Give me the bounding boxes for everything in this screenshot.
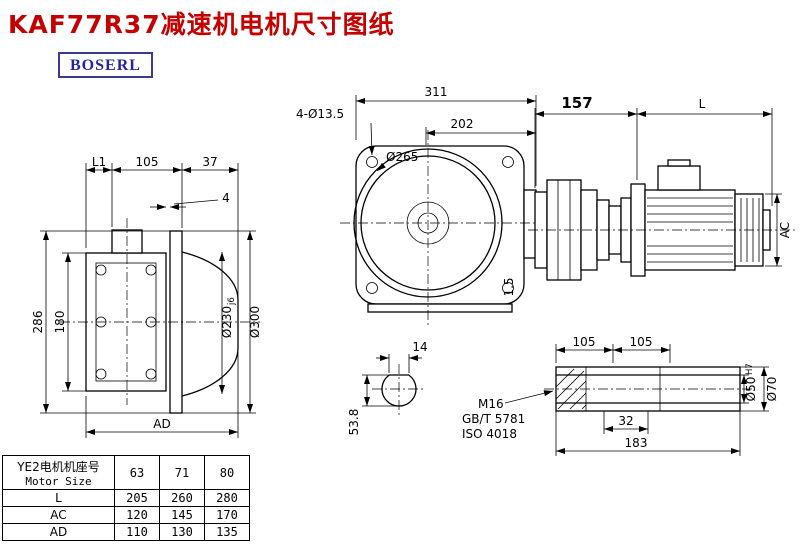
AD-63: 110	[114, 523, 160, 541]
AD-71: 130	[159, 523, 205, 541]
left-view-dimensions: L1 105 37 4 286 180 AD Ø230 j6 Ø300	[31, 155, 262, 438]
dim-230-fit: j6	[227, 297, 237, 306]
table-row-AC: AC 120 145 170	[2, 506, 250, 524]
dim-70: Ø70	[765, 377, 779, 402]
dim-105a: 105	[573, 335, 596, 349]
dim-311: 311	[425, 85, 448, 99]
front-view-dimensions: 311 202 4-Ø13.5 Ø265 1.5	[296, 85, 537, 297]
table-row-L: L 205 260 280	[2, 489, 250, 507]
dim-wall-1-5: 1.5	[502, 277, 516, 296]
dim-230: Ø230	[220, 306, 234, 338]
size-63: 63	[114, 455, 160, 490]
dim-50-fit: H7	[745, 363, 755, 375]
dim-105b: 105	[630, 335, 653, 349]
L-71: 260	[159, 489, 205, 507]
row-label-L: L	[2, 489, 115, 507]
boserl-logo-text: BOSERL	[70, 57, 141, 74]
page-title: KAF77R37减速机电机尺寸图纸	[8, 10, 395, 39]
dim-AD: AD	[153, 417, 170, 431]
dim-157: 157	[561, 94, 592, 112]
dim-bolt-holes: 4-Ø13.5	[296, 107, 344, 121]
dim-L1: L1	[92, 155, 106, 169]
hollow-shaft-detail	[544, 366, 752, 412]
dim-300: Ø300	[248, 306, 262, 338]
dim-183: 183	[625, 436, 648, 450]
dim-50: Ø50	[744, 377, 758, 402]
AC-71: 145	[159, 506, 205, 524]
dim-14: 14	[412, 340, 427, 354]
AD-80: 135	[204, 523, 250, 541]
dim-105: 105	[136, 155, 159, 169]
motor-size-header-cn: YE2电机机座号	[17, 459, 100, 474]
front-view	[340, 130, 550, 325]
dim-4: 4	[222, 191, 230, 205]
dim-32: 32	[618, 414, 633, 428]
shaft-cross-section: 14 53.8	[347, 340, 428, 435]
row-label-AD: AD	[2, 523, 115, 541]
motor-size-header-en: Motor Size	[25, 474, 92, 488]
dim-180: 180	[53, 311, 67, 334]
table-row-AD: AD 110 130 135	[2, 523, 250, 541]
table-header-row: YE2电机机座号 Motor Size 63 71 80	[2, 455, 250, 490]
L-63: 205	[114, 489, 160, 507]
AC-80: 170	[204, 506, 250, 524]
motor-side-view	[528, 159, 795, 281]
L-80: 280	[204, 489, 250, 507]
boserl-logo: BOSERL	[58, 52, 153, 78]
motor-size-table: YE2电机机座号 Motor Size 63 71 80 L 205 260 2…	[2, 455, 250, 541]
row-label-AC: AC	[2, 506, 115, 524]
AC-63: 120	[114, 506, 160, 524]
dim-L: L	[699, 97, 706, 111]
size-71: 71	[159, 455, 205, 490]
standard-gbt: GB/T 5781	[462, 412, 525, 426]
standard-iso: ISO 4018	[462, 427, 517, 441]
dim-53-8: 53.8	[347, 409, 361, 436]
hollow-shaft-dimensions: 105 105 Ø50 H7 Ø70 32 183 M16 GB/T 5781 …	[462, 335, 779, 456]
dim-265: Ø265	[386, 150, 418, 164]
motor-size-header-cell: YE2电机机座号 Motor Size	[2, 455, 115, 490]
left-view	[60, 218, 260, 414]
motor-side-view-dimensions: 157 L AC	[534, 94, 792, 267]
thread-label: M16	[478, 397, 504, 411]
dim-37: 37	[202, 155, 217, 169]
dim-286: 286	[31, 311, 45, 334]
dim-AC: AC	[778, 222, 792, 238]
size-80: 80	[204, 455, 250, 490]
dim-202: 202	[451, 117, 474, 131]
